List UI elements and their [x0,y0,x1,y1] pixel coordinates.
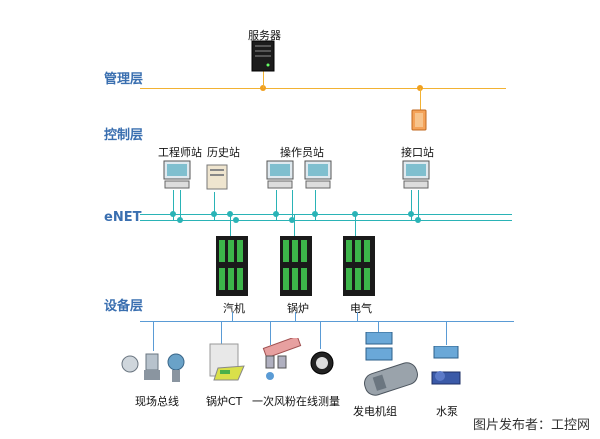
enet-node-9 [352,211,358,217]
enet-node-2 [177,217,183,223]
engineer-workstation-icon [163,160,191,189]
interface-workstation-icon [402,160,430,189]
boiler-label: 锅炉 [287,302,309,315]
pump-drop [446,321,447,345]
air-powder-sensor-icon [262,338,302,380]
operator2-enet-link [292,190,293,220]
server-icon [251,40,275,72]
interface-mgmt-link-line [420,88,421,110]
engineer-enet-link-b [180,190,181,220]
history-enet-link [214,192,215,220]
layer-label-control: 控制层 [104,128,144,143]
flow-meter-icon [310,351,334,375]
fieldbus-drop [153,321,154,351]
turbine-device-link [232,312,233,322]
interface-enet-link-b [418,190,419,220]
electrical-controller-icon [343,236,375,296]
operator3-enet-link [315,190,316,220]
boiler-ct-label: 锅炉CT [206,395,243,408]
enet-node-3 [211,211,217,217]
enet-node-1 [170,211,176,217]
primary-air-powder-label: 一次风粉在线测量 [252,395,340,408]
electrical-enet-link [355,214,356,236]
turbine-controller-icon [216,236,248,296]
enet-line-a [140,214,512,215]
layer-label-enet: eNET [104,210,142,225]
engineer-station-label: 工程师站 [158,146,202,159]
generator-drop [378,321,379,333]
boiler-controller-icon [280,236,312,296]
field-instruments-icon [121,353,185,382]
generator-set-icon [364,332,418,396]
boiler-ct-icon [209,343,245,381]
layer-label-management: 管理层 [104,72,144,87]
enet-node-10 [408,211,414,217]
management-bus-line [140,88,506,89]
interface-station-label: 接口站 [401,146,434,159]
watermark: 图片发布者：工控网 [472,418,590,433]
operator-station-label: 操作员站 [280,146,324,159]
interface-enet-link [411,190,412,220]
turbine-label: 汽机 [223,302,245,315]
boiler-enet-link [294,214,295,236]
water-pump-label: 水泵 [436,405,458,418]
turbine-enet-link [230,214,231,236]
air-powder-drop-2 [320,321,321,349]
enet-node-8 [312,211,318,217]
enet-node-6 [273,211,279,217]
server-label: 服务器 [248,29,281,42]
server-link-line [263,70,264,88]
boiler-ct-drop [221,321,222,345]
air-powder-drop-1 [270,321,271,345]
generator-set-label: 发电机组 [353,405,397,418]
enet-node-7 [289,217,295,223]
enet-node-5 [233,217,239,223]
boiler-device-link [295,312,296,322]
operator-workstation-1-icon [266,160,294,189]
water-pump-icon [431,346,461,385]
layer-label-device: 设备层 [104,299,144,314]
operator-workstation-2-icon [304,160,332,189]
interface-station-icon [411,109,427,131]
server-bus-node [260,85,266,91]
operator1-enet-link [276,190,277,220]
device-bus-line [140,321,514,322]
field-bus-label: 现场总线 [135,395,179,408]
electrical-device-link [357,312,358,322]
enet-node-4 [227,211,233,217]
engineer-enet-link [173,190,174,220]
electrical-label: 电气 [350,302,372,315]
history-station-label: 历史站 [207,146,240,159]
enet-line-b [140,220,512,221]
enet-node-11 [415,217,421,223]
history-server-icon [206,164,228,190]
